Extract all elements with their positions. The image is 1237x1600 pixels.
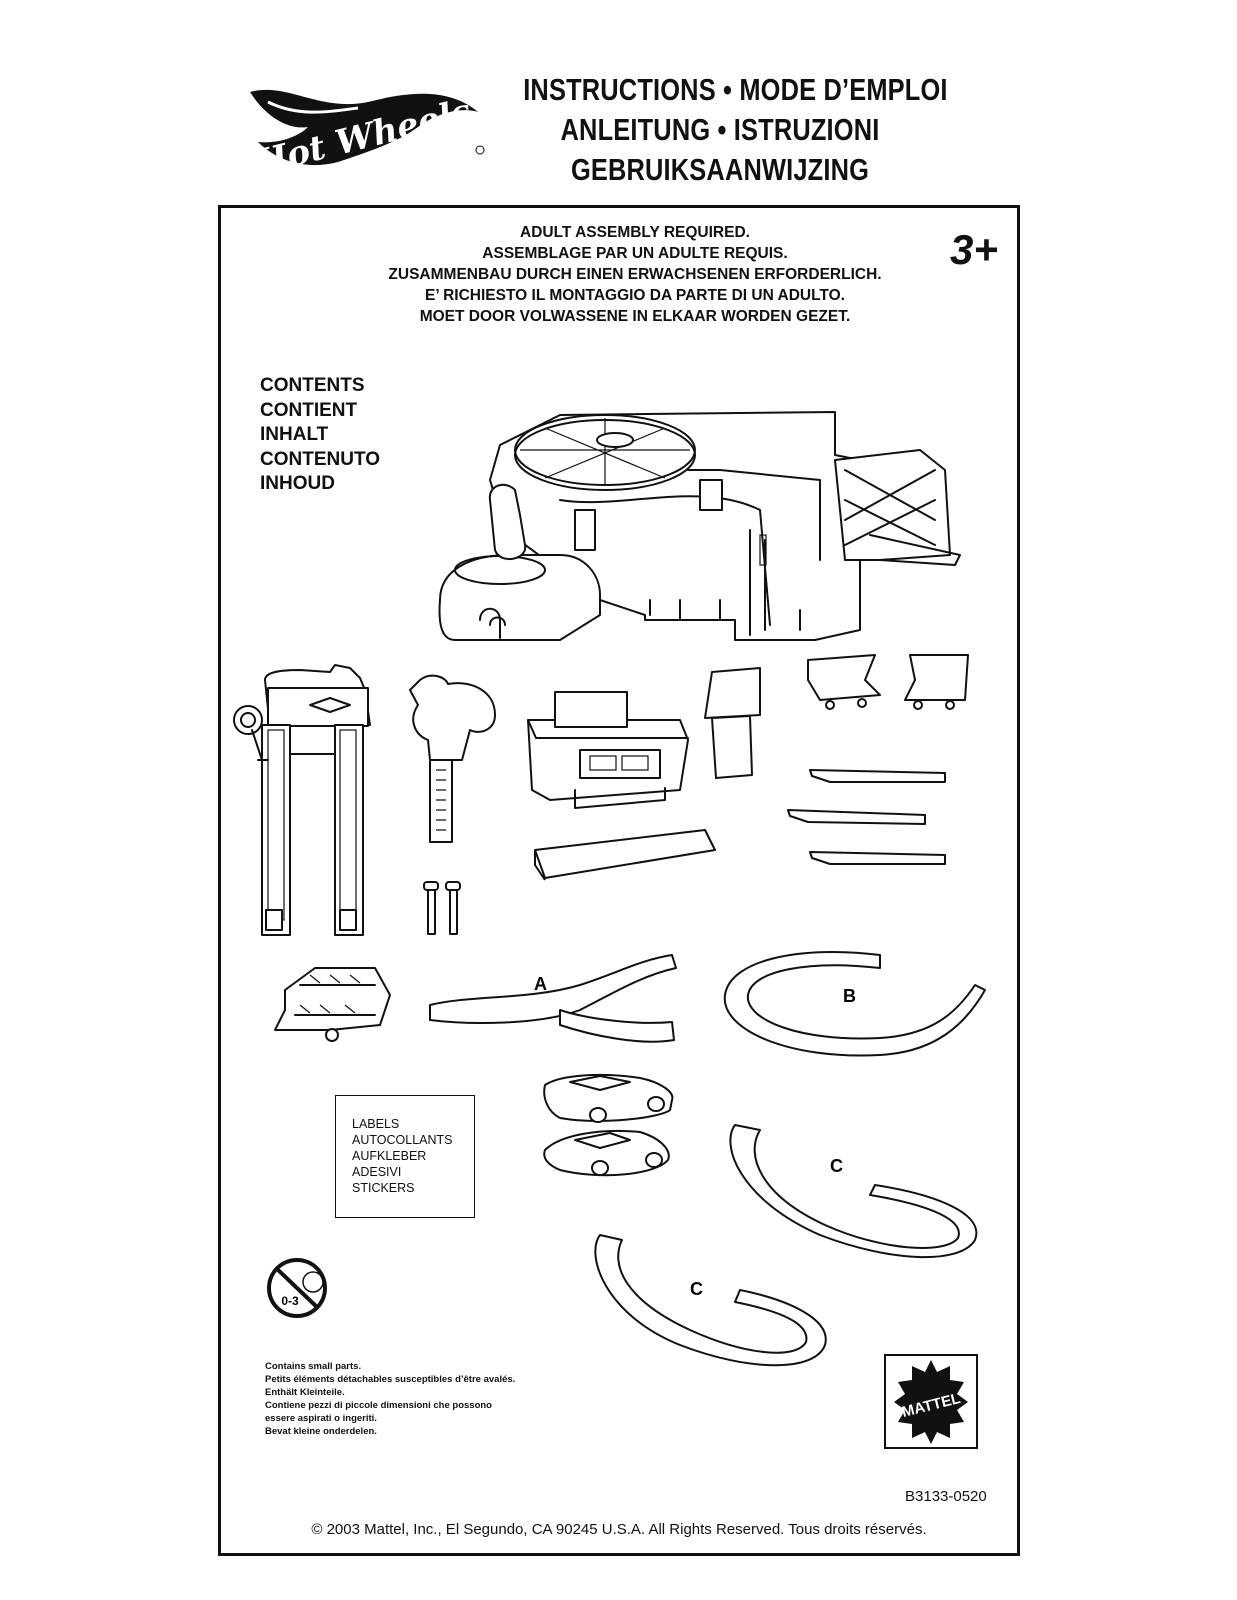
- title-line-3: GEBRUIKSAANWIJZING: [570, 152, 870, 187]
- contents-frame: [218, 205, 1020, 1556]
- product-code: B3133-0520: [905, 1488, 987, 1505]
- track-c-lower-illustration: [594, 1234, 827, 1367]
- sign-post-illustration: [704, 667, 761, 779]
- warning-line-de: Enthält Kleinteile.: [265, 1387, 345, 1398]
- warning-line-nl: Bevat kleine onderdelen.: [265, 1426, 377, 1437]
- car-1-illustration: [543, 1073, 674, 1123]
- title-line-1: INSTRUCTIONS • MODE D’EMPLOI: [523, 72, 948, 107]
- hot-wheels-logo: Hot Wheels: [250, 89, 485, 184]
- playset-base-illustration: [438, 411, 961, 641]
- scissor-ramp: [834, 449, 961, 566]
- labels-nl: STICKERS: [352, 1181, 415, 1195]
- notice-line-fr: ASSEMBLAGE PAR UN ADULTE REQUIS.: [482, 245, 788, 262]
- track-c2-letter: C: [690, 1279, 703, 1299]
- car-2-illustration: [543, 1129, 670, 1177]
- notice-line-de: ZUSAMMENBAU DURCH EINEN ERWACHSENEN ERFO…: [388, 266, 882, 283]
- contents-de: INHALT: [260, 424, 329, 445]
- track-b-illustration: [723, 950, 986, 1057]
- bridge-illustration: [274, 967, 391, 1042]
- labels-box: LABELS AUTOCOLLANTS AUFKLEBER ADESIVI ST…: [335, 1095, 475, 1218]
- title-line-2: ANLEITUNG • ISTRUZIONI: [560, 112, 880, 147]
- labels-en: LABELS: [352, 1117, 400, 1131]
- labels-de: AUFKLEBER: [352, 1149, 427, 1163]
- warning-line-it-2: essere aspirati o ingeriti.: [265, 1413, 377, 1424]
- title-block: INSTRUCTIONS • MODE D’EMPLOI ANLEITUNG •…: [480, 70, 960, 190]
- choking-age-label: 0-3: [281, 1294, 299, 1308]
- contents-en: CONTENTS: [260, 375, 365, 396]
- track-a-illustration: [429, 954, 677, 1043]
- labels-it: ADESIVI: [352, 1165, 402, 1179]
- rods-illustration: [787, 769, 946, 865]
- copyright-notice: © 2003 Mattel, Inc., El Segundo, CA 9024…: [311, 1521, 927, 1538]
- small-parts-warning: Contains small parts. Petits éléments dé…: [265, 1360, 585, 1438]
- connectors-illustration: [807, 654, 969, 710]
- track-b-letter: B: [843, 986, 856, 1006]
- elevator-tower-illustration: [233, 664, 371, 936]
- labels-fr: AUTOCOLLANTS: [352, 1133, 453, 1147]
- assembly-notice: ADULT ASSEMBLY REQUIRED. ASSEMBLAGE PAR …: [340, 222, 930, 327]
- age-rating: 3+: [950, 226, 998, 273]
- track-c1-letter: C: [830, 1156, 843, 1176]
- notice-line-en: ADULT ASSEMBLY REQUIRED.: [520, 224, 750, 241]
- warning-line-it-1: Contiene pezzi di piccole dimensioni che…: [265, 1400, 492, 1411]
- track-c-upper-illustration: [729, 1124, 978, 1259]
- contents-it: CONTENUTO: [260, 448, 380, 470]
- contents-fr: CONTIENT: [260, 399, 358, 421]
- notice-line-it: E’ RICHIESTO IL MONTAGGIO DA PARTE DI UN…: [425, 287, 845, 304]
- track-a-letter: A: [534, 974, 547, 994]
- notice-line-nl: MOET DOOR VOLWASSENE IN ELKAAR WORDEN GE…: [419, 308, 851, 325]
- warning-line-en: Contains small parts.: [265, 1361, 362, 1372]
- choking-hazard-icon: 0-3: [267, 1258, 327, 1318]
- contents-heading: CONTENTS CONTIENT INHALT CONTENUTO INHOU…: [260, 374, 380, 497]
- contents-nl: INHOUD: [260, 473, 335, 494]
- warning-line-fr: Petits éléments détachables susceptibles…: [265, 1374, 516, 1385]
- character-post-illustration: [409, 674, 496, 843]
- tray-illustration: [534, 829, 716, 881]
- bolts-illustration: [423, 881, 461, 935]
- mattel-logo: MATTEL: [884, 1354, 978, 1449]
- station-building-illustration: [527, 691, 689, 809]
